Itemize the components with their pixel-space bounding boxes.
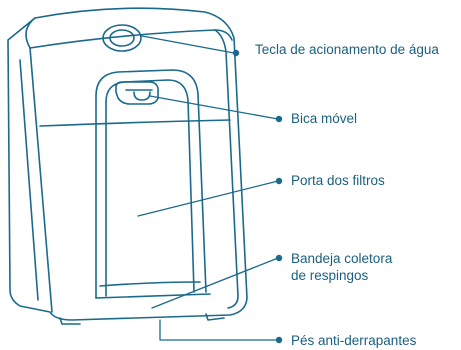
leader-drip-tray <box>151 257 279 309</box>
callout-dots <box>232 49 283 344</box>
leader-lines <box>137 35 279 341</box>
water-key-button <box>102 24 142 52</box>
door-inner <box>105 79 195 293</box>
leader-feet <box>159 319 279 341</box>
label-drip-tray-line-1: Bandeja coletora <box>291 251 393 266</box>
front-top-edge <box>29 29 233 49</box>
label-spout: Bica móvel <box>291 111 358 126</box>
side-panel-inner <box>19 59 39 301</box>
dot-water-key <box>232 49 240 57</box>
dot-drip-tray <box>275 254 283 262</box>
dot-filter-door <box>275 177 283 185</box>
purifier-body <box>7 7 248 321</box>
dot-spout <box>275 115 283 123</box>
label-drip-tray-line-2: de respingos <box>291 268 369 283</box>
filter-door <box>95 69 207 299</box>
label-feet: Pés anti-derrapantes <box>291 333 417 348</box>
label-filter-door: Porta dos filtros <box>291 173 385 188</box>
drip-tray <box>95 281 211 299</box>
leader-spout <box>149 95 279 120</box>
body-seam <box>39 119 231 127</box>
dot-feet <box>275 336 283 344</box>
body-outline <box>7 7 248 321</box>
side-panel-edge <box>25 17 53 313</box>
label-water-key: Tecla de acionamento de água <box>255 42 439 57</box>
door-outer <box>95 69 207 293</box>
label-drip-tray: Bandeja coletora de respingos <box>291 250 392 284</box>
leader-water-key <box>141 35 235 54</box>
leader-filter-door <box>137 180 279 217</box>
front-right-edge <box>214 29 239 309</box>
spout <box>115 81 159 105</box>
feet <box>59 313 225 325</box>
